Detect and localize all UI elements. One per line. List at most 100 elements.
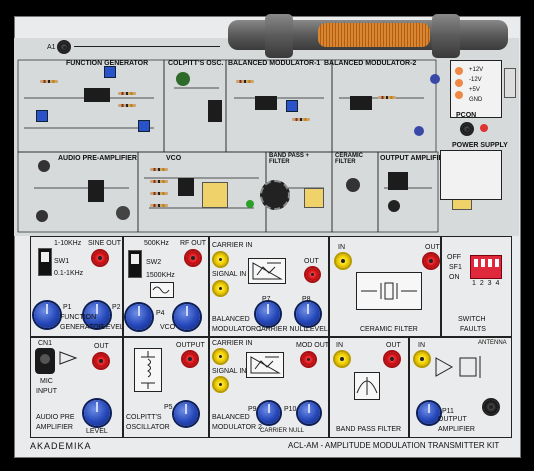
jack-a1[interactable] [59, 42, 69, 52]
fault-dip-switch[interactable] [470, 255, 502, 279]
ic-chip [88, 180, 104, 202]
dip-toggle[interactable] [495, 259, 499, 267]
rf-out-jack[interactable] [186, 251, 200, 265]
sine-wave-icon [152, 286, 170, 294]
trimmer-pot[interactable] [36, 110, 48, 122]
module-switch-faults [440, 236, 512, 338]
bm1-carrier-null-label: CARRIER NULL [256, 326, 308, 333]
audio-out-jack[interactable] [94, 354, 108, 368]
faults-title-a: SWITCH [458, 316, 486, 323]
amplifier-triangle-icon [59, 351, 78, 365]
p9-knob[interactable] [258, 402, 280, 424]
function-label: FUNCTION [60, 314, 97, 321]
bpf-in-jack[interactable] [335, 352, 349, 366]
ceramic-out-jack[interactable] [424, 254, 438, 268]
p4-knob[interactable] [174, 304, 200, 330]
bm1-level-label: LEVEL [306, 326, 328, 333]
outamp-in-jack[interactable] [415, 352, 429, 366]
sw2-label: SW2 [146, 259, 162, 266]
antenna-jack[interactable] [484, 400, 498, 414]
trimmer-pot[interactable] [104, 66, 116, 78]
power-led [455, 79, 463, 87]
output-amp-pcb-block [440, 150, 502, 200]
p7-carrier-null-knob[interactable] [256, 302, 280, 326]
pcb-label-function-generator: FUNCTION GENERATOR [66, 60, 149, 67]
dip-toggle[interactable] [474, 259, 478, 267]
colpitt-output-label: OUTPUT [176, 342, 205, 349]
pcb-label-balanced-modulator-2: BALANCED MODULATOR-2 [324, 60, 417, 67]
p9-label: P9 [248, 406, 257, 413]
dip-numbers: 1 2 3 4 [472, 280, 501, 287]
p8-level-knob[interactable] [296, 302, 320, 326]
bm2-signal-in-jack[interactable] [214, 378, 227, 391]
bm1-carrier-in-jack[interactable] [214, 253, 227, 266]
bm1-carrier-in-label: CARRIER IN [212, 242, 253, 249]
module-colpitts-oscillator [122, 336, 210, 438]
faults-title-b: FAULTS [460, 326, 486, 333]
p1-frequency-knob[interactable] [34, 302, 60, 328]
p11-label: P11 [442, 408, 454, 415]
resistor [150, 168, 168, 171]
capacitor [38, 160, 50, 172]
audio-title-a: AUDIO PRE [36, 414, 75, 421]
audio-level-label: LEVEL [86, 428, 108, 435]
mic-input-jack[interactable] [35, 348, 55, 374]
trimmer-pot[interactable] [138, 120, 150, 132]
power-connector[interactable] [504, 68, 516, 98]
inductor-coil [260, 180, 290, 210]
bm2-title-b: MODULATOR 2 [212, 424, 262, 431]
bm1-out-jack[interactable] [306, 268, 319, 281]
pcb-label-band-pass-filter: BAND PASS + FILTER [269, 153, 310, 165]
resistor [378, 96, 396, 99]
bm1-title-a: BALANCED [212, 316, 250, 323]
capacitor [430, 74, 440, 84]
bm2-mod-out-jack[interactable] [302, 353, 315, 366]
ic-chip [208, 100, 222, 122]
transformer [304, 188, 324, 208]
modulator-icon [252, 262, 283, 280]
outamp-title-a: OUTPUT [438, 416, 467, 423]
p10-knob[interactable] [298, 402, 320, 424]
bm2-signal-in-label: SIGNAL IN [212, 368, 247, 375]
brand-logo: AKADEMIKA [30, 441, 92, 451]
vco-range-high: 500KHz [144, 240, 169, 247]
p5-knob[interactable] [174, 402, 198, 426]
bm1-signal-in-jack[interactable] [214, 282, 227, 295]
dip-toggle[interactable] [481, 259, 485, 267]
p11-knob[interactable] [418, 402, 440, 424]
p2-label: P2 [112, 304, 121, 311]
dip-toggle[interactable] [488, 259, 492, 267]
ceramic-in-jack[interactable] [336, 254, 350, 268]
ceramic-resonator-icon [361, 282, 417, 300]
jack-a1-label: A1 [47, 44, 56, 51]
power-supply-block: +12V -12V +5V GND [450, 60, 502, 118]
bm2-modulator-symbol [246, 352, 284, 378]
p3-knob[interactable] [126, 304, 152, 330]
p2-level-knob[interactable] [84, 302, 110, 328]
p4-label: P4 [156, 310, 165, 317]
pcon-jack[interactable] [462, 124, 472, 134]
pcb-label-balanced-modulator-1: BALANCED MODULATOR-1 [228, 60, 321, 67]
trimmer-pot[interactable] [286, 100, 298, 112]
sw2-range-switch[interactable] [128, 250, 142, 278]
bpf-out-jack[interactable] [385, 352, 399, 366]
ceramic-filter-symbol [356, 272, 422, 310]
mic-label: MIC [40, 378, 53, 385]
resistor [150, 192, 168, 195]
bm2-carrier-in-jack[interactable] [214, 350, 227, 363]
sine-out-jack[interactable] [93, 251, 107, 265]
rf-out-label: RF OUT [180, 240, 207, 247]
capacitor [414, 126, 424, 136]
antenna-coil [318, 23, 430, 47]
ceramic-title: CERAMIC FILTER [360, 326, 418, 333]
audio-level-knob[interactable] [84, 400, 110, 426]
capacitor [176, 72, 190, 86]
capacitor [116, 206, 130, 220]
lc-tank-icon [141, 351, 155, 389]
audio-out-label: OUT [94, 343, 109, 350]
colpitt-output-jack[interactable] [183, 352, 197, 366]
sw1-range-switch[interactable] [38, 248, 52, 276]
vco-range-low: 1500KHz [146, 272, 175, 279]
resistor [236, 80, 254, 83]
